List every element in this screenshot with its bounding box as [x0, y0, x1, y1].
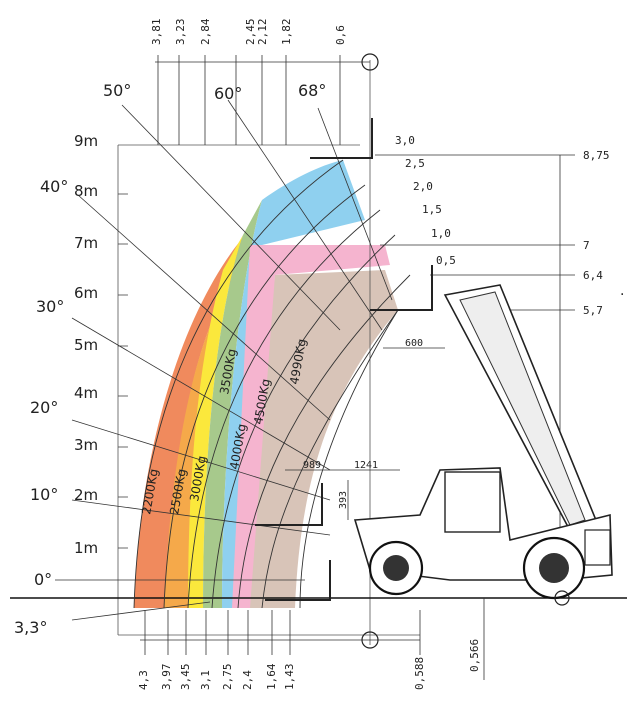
reach-label: 3,0 — [395, 134, 415, 147]
top-dimension-label: 2,84 — [199, 18, 212, 45]
height-label: 1m — [74, 539, 98, 557]
dimension-1241-label: 1241 — [354, 460, 378, 471]
angle-label: 68° — [298, 81, 326, 100]
top-dimension-chain — [155, 55, 370, 145]
bottom-dimension-label: 3,1 — [199, 670, 212, 690]
height-label: 5m — [74, 336, 98, 354]
height-label: 7m — [74, 234, 98, 252]
top-dimension-label: 0,6 — [334, 25, 347, 45]
angle-label: 20° — [30, 398, 58, 417]
bottom-dimension-label: 2,75 — [221, 664, 234, 691]
bottom-dimension-label: 1,43 — [283, 664, 296, 691]
reach-arcs — [133, 159, 411, 609]
fork-drawings — [255, 118, 433, 601]
height-label: 2m — [74, 486, 98, 504]
zone-3500kg — [203, 200, 262, 608]
zone-3000kg — [188, 235, 243, 608]
reach-label: 2,5 — [405, 157, 425, 170]
bottom-dimension-chain — [140, 610, 421, 655]
telehandler-drawing — [353, 284, 613, 606]
zone-2200kg — [134, 235, 245, 608]
dimension-989-label: 989 — [303, 460, 321, 471]
right-dimension-label: 6,4 — [583, 269, 603, 282]
right-dimension-label: 5,7 — [583, 304, 603, 317]
load-zones — [134, 160, 398, 608]
height-label: 3m — [74, 436, 98, 454]
bottom-dimension-label: 1,64 — [265, 663, 278, 690]
angle-label: 30° — [36, 297, 64, 316]
top-dimension-label: 1,82 — [280, 19, 293, 46]
top-dimension-label: 2,12 — [256, 19, 269, 46]
wheel-dimension-label: 0,566 — [468, 639, 481, 672]
bottom-dimension-label: 4,3 — [137, 670, 150, 690]
bottom-dimension-label: 3,97 — [160, 664, 173, 691]
height-label: 8m — [74, 182, 98, 200]
top-pivot-marker — [361, 53, 379, 71]
right-dimension-label: 7 — [583, 239, 590, 252]
right-dimension-label: 8,75 — [583, 149, 610, 162]
bottom-dimension-label: 3,45 — [179, 664, 192, 691]
fork-dims — [285, 347, 445, 520]
height-label: 6m — [74, 284, 98, 302]
fork-length-label: 600 — [405, 338, 423, 349]
height-label: 9m — [74, 132, 98, 150]
zone-4990kg — [250, 270, 398, 608]
angle-label: 0° — [34, 570, 52, 589]
right-dimension-chain — [375, 154, 575, 680]
reach-label: 0,5 — [436, 254, 456, 267]
angle-label: 60° — [214, 84, 242, 103]
bottom-dimension-label: 2,4 — [241, 670, 254, 690]
bottom-pivot-marker — [361, 631, 379, 649]
reach-label: 2,0 — [413, 180, 433, 193]
top-dimension-label: 2,45 — [244, 19, 257, 46]
angle-label: 10° — [30, 485, 58, 504]
angle-label: 50° — [103, 81, 131, 100]
reach-label: 1,0 — [431, 227, 451, 240]
angle-label: 40° — [40, 177, 68, 196]
angle-label: 3,3° — [14, 618, 47, 637]
top-dimension-label: 3,81 — [150, 19, 163, 46]
height-ticks — [118, 193, 128, 549]
top-dimension-label: 3,23 — [174, 19, 187, 46]
reach-label: 1,5 — [422, 203, 442, 216]
height-label: 4m — [74, 384, 98, 402]
dimension-393-label: 393 — [338, 491, 349, 509]
zone-2500kg — [164, 280, 232, 608]
right-marker: . — [620, 283, 624, 299]
bottom-dimension-label: 0,588 — [413, 657, 426, 690]
